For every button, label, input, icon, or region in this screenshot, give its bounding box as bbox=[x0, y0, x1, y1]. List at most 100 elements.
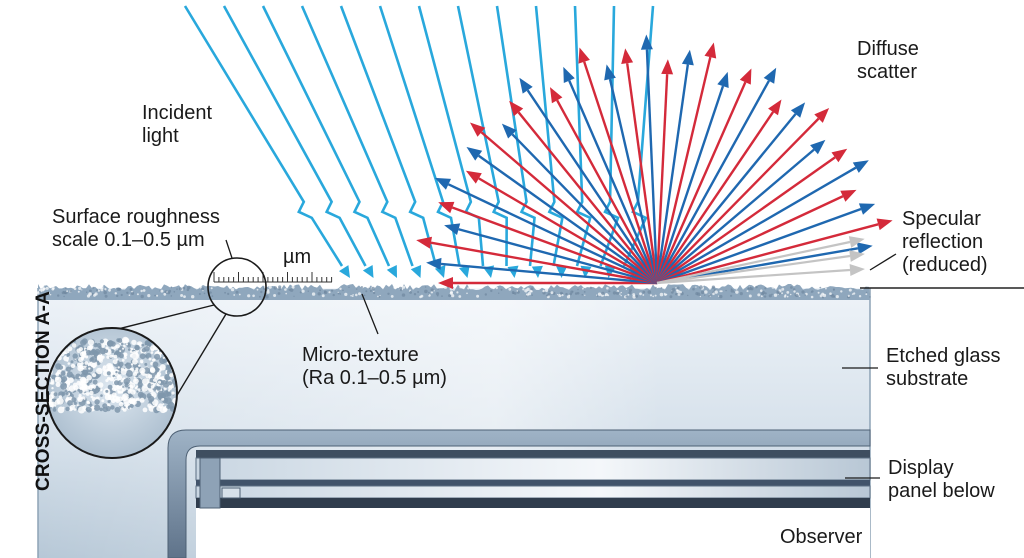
scatter-ray bbox=[656, 117, 820, 284]
scatter-ray-head bbox=[661, 59, 674, 75]
texture-speck bbox=[285, 292, 288, 295]
texture-speck bbox=[851, 293, 854, 295]
texture-speck bbox=[77, 290, 80, 293]
texture-speck bbox=[45, 295, 47, 297]
incident-ray bbox=[261, 5, 391, 267]
zoom-texture-speck bbox=[118, 353, 124, 359]
texture-speck bbox=[86, 291, 88, 293]
micrometer-unit-label: µm bbox=[283, 246, 312, 268]
texture-speck bbox=[567, 287, 570, 289]
zoom-texture-speck bbox=[138, 364, 141, 367]
zoom-texture-speck bbox=[91, 405, 95, 409]
texture-speck bbox=[41, 286, 45, 289]
zoom-texture-speck bbox=[132, 358, 138, 365]
scatter-ray bbox=[517, 111, 658, 284]
scatter-ray bbox=[656, 223, 879, 285]
texture-speck bbox=[792, 288, 796, 291]
zoom-texture-speck bbox=[131, 352, 140, 360]
texture-speck bbox=[291, 285, 295, 289]
texture-speck bbox=[601, 291, 605, 295]
texture-speck bbox=[267, 289, 270, 292]
zoom-texture-speck bbox=[72, 343, 77, 348]
zoom-texture-speck bbox=[162, 403, 165, 406]
zoom-texture-speck bbox=[169, 373, 174, 378]
zoom-texture-speck bbox=[150, 385, 155, 389]
texture-speck bbox=[311, 292, 316, 296]
texture-speck bbox=[516, 290, 519, 292]
surface-micro-texture bbox=[36, 284, 871, 300]
scatter-ray-head bbox=[704, 42, 717, 59]
zoom-texture-speck bbox=[135, 397, 140, 402]
zoom-texture-speck bbox=[61, 376, 68, 382]
texture-speck bbox=[725, 289, 727, 292]
zoom-texture-speck bbox=[53, 406, 56, 409]
zoom-texture-speck bbox=[52, 408, 57, 412]
texture-speck bbox=[654, 286, 657, 289]
texture-speck bbox=[730, 289, 734, 293]
texture-speck bbox=[424, 286, 427, 288]
incident-ray bbox=[300, 5, 414, 267]
texture-speck bbox=[424, 289, 428, 294]
texture-speck bbox=[114, 292, 118, 295]
zoom-texture-speck bbox=[159, 364, 166, 371]
zoom-texture-speck bbox=[125, 381, 129, 385]
zoom-texture-speck bbox=[113, 354, 118, 359]
zoom-texture-speck bbox=[134, 386, 138, 390]
zoom-texture-speck bbox=[171, 391, 175, 395]
texture-speck bbox=[92, 286, 95, 289]
texture-speck bbox=[490, 289, 493, 293]
zoom-texture-speck bbox=[51, 387, 54, 390]
texture-speck bbox=[372, 291, 376, 295]
zoom-texture-speck bbox=[144, 346, 150, 352]
zoom-texture-speck bbox=[150, 345, 156, 351]
texture-speck bbox=[352, 294, 354, 296]
zoom-texture-speck bbox=[55, 372, 60, 377]
texture-speck bbox=[433, 290, 435, 292]
texture-speck bbox=[238, 293, 241, 296]
texture-speck bbox=[356, 288, 358, 290]
scatter-ray-head bbox=[852, 160, 869, 173]
zoom-texture-speck bbox=[142, 407, 148, 413]
zoom-texture-speck bbox=[131, 399, 137, 405]
texture-speck bbox=[768, 294, 772, 298]
texture-speck bbox=[757, 293, 761, 297]
texture-speck bbox=[402, 285, 406, 289]
texture-speck bbox=[795, 294, 799, 297]
texture-speck bbox=[832, 288, 836, 291]
zoom-texture-speck bbox=[55, 382, 61, 388]
scatter-ray-head bbox=[509, 100, 524, 117]
texture-speck bbox=[506, 285, 509, 289]
texture-speck bbox=[136, 293, 139, 296]
zoom-texture-speck bbox=[86, 345, 93, 352]
texture-speck bbox=[441, 295, 443, 297]
texture-speck bbox=[596, 295, 599, 297]
zoom-texture-speck bbox=[53, 392, 58, 397]
specular-ray bbox=[656, 240, 851, 285]
texture-speck bbox=[247, 294, 251, 298]
zoom-texture-speck bbox=[125, 370, 133, 377]
incident-ray bbox=[456, 5, 508, 267]
texture-speck bbox=[784, 294, 787, 297]
texture-speck bbox=[65, 287, 67, 289]
texture-speck bbox=[265, 294, 269, 299]
texture-speck bbox=[437, 288, 439, 290]
texture-speck bbox=[351, 295, 354, 297]
texture-speck bbox=[81, 289, 83, 291]
texture-speck bbox=[355, 293, 358, 297]
texture-speck bbox=[677, 293, 681, 296]
texture-speck bbox=[163, 292, 167, 296]
texture-speck bbox=[273, 294, 277, 297]
zoom-texture-speck bbox=[85, 355, 89, 359]
zoom-texture-speck bbox=[118, 401, 124, 407]
texture-speck bbox=[829, 292, 832, 296]
texture-speck bbox=[114, 287, 116, 289]
texture-speck bbox=[659, 292, 664, 297]
scatter-ray-head bbox=[434, 177, 451, 190]
scatter-ray-head bbox=[814, 108, 830, 123]
texture-speck bbox=[858, 295, 862, 298]
zoom-texture-speck bbox=[94, 399, 100, 405]
scatter-ray-head bbox=[858, 203, 876, 215]
